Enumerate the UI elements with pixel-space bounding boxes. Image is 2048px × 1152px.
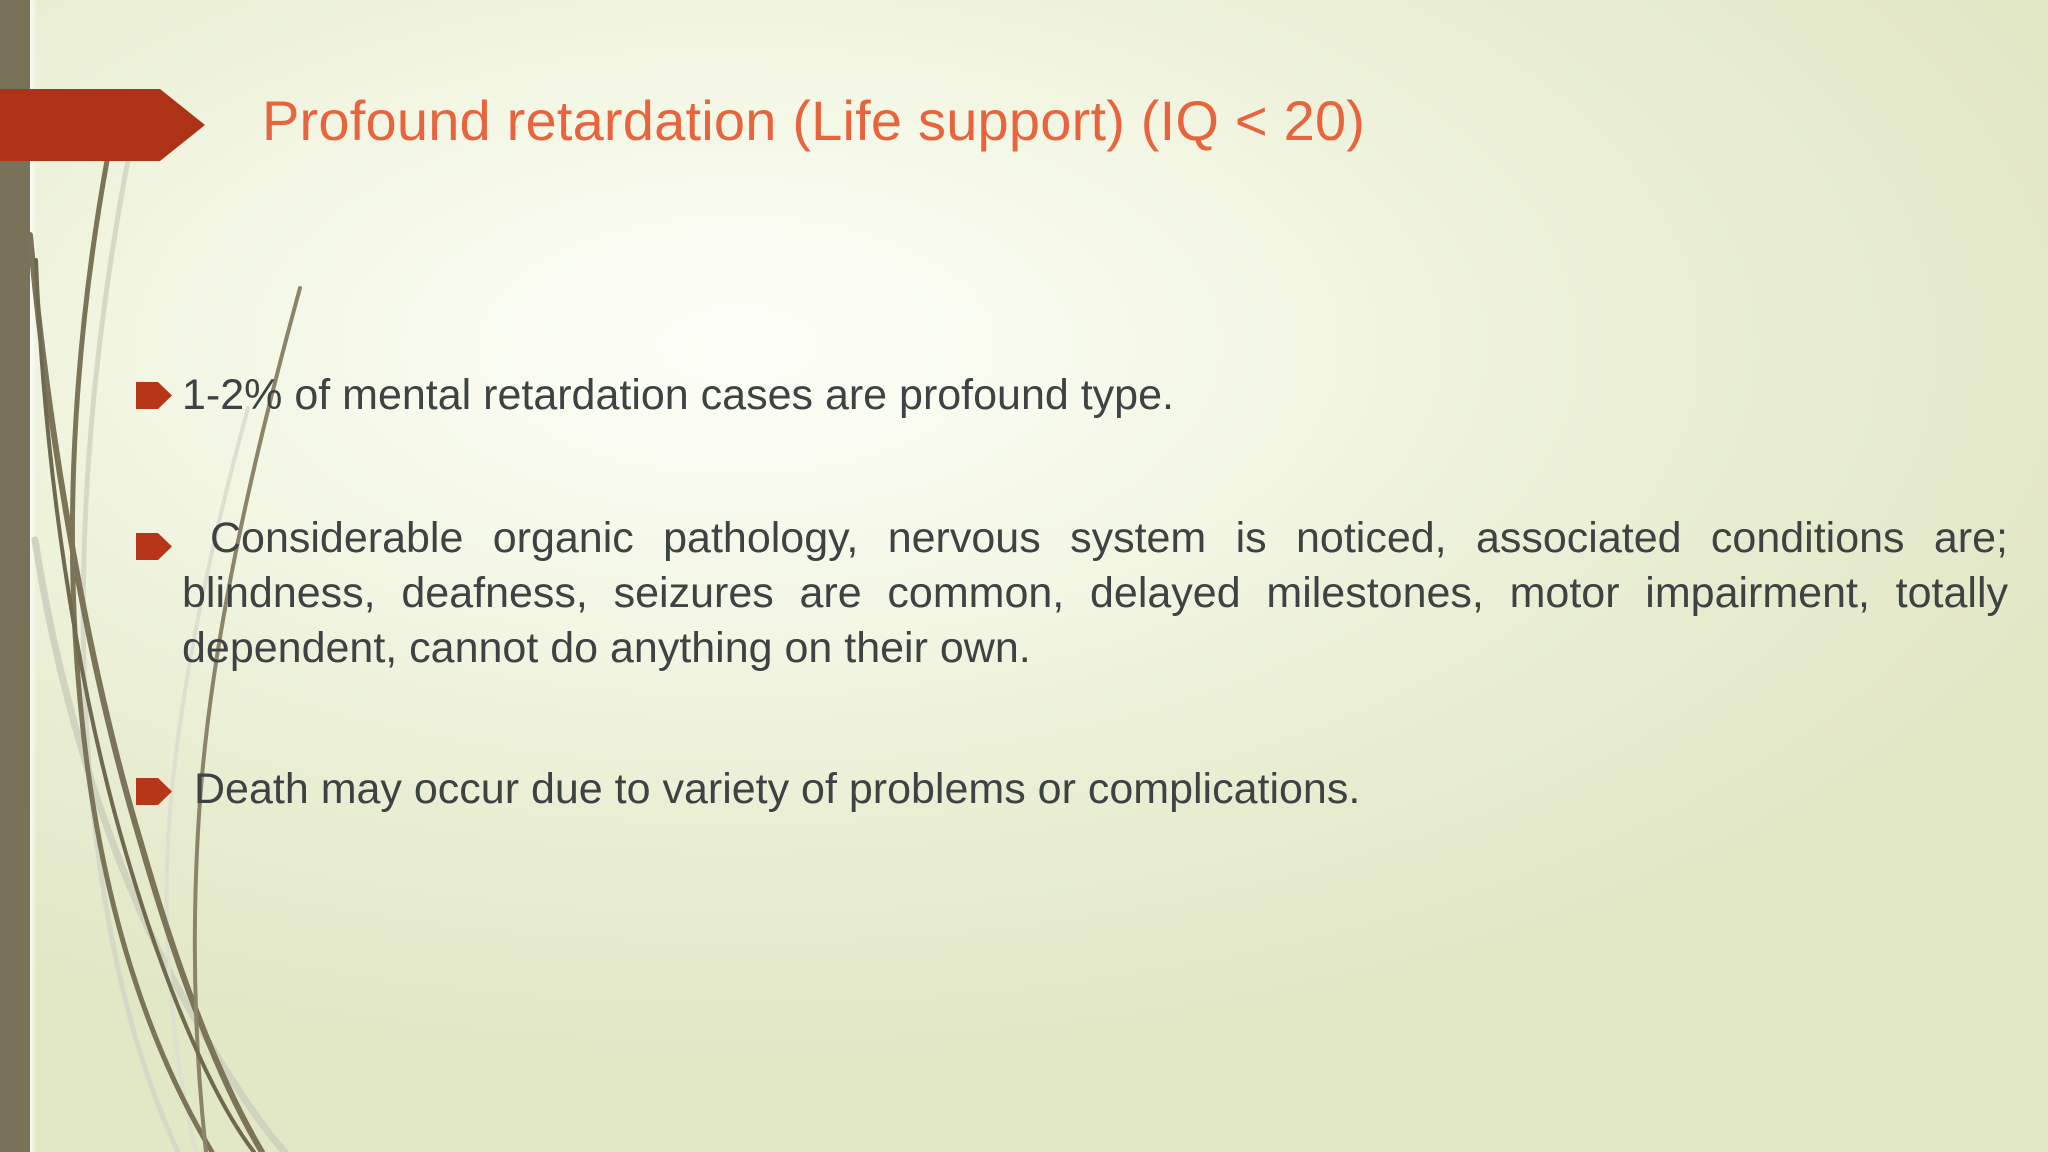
banner-arrow-shape [0, 89, 205, 161]
list-item-text: 1-2% of mental retardation cases are pro… [182, 371, 1174, 419]
left-band-highlight [30, 0, 37, 1152]
list-item-text: Considerable organic pathology, nervous … [182, 514, 2008, 673]
list-item: Considerable organic pathology, nervous … [130, 511, 2028, 676]
page-title: Profound retardation (Life support) (IQ … [262, 89, 1366, 152]
list-item: 1-2% of mental retardation cases are pro… [130, 368, 2028, 423]
bullet-list: 1-2% of mental retardation cases are pro… [130, 368, 2028, 817]
arrow-bullet-icon [136, 778, 172, 806]
list-item-text: Death may occur due to variety of proble… [194, 765, 1361, 814]
left-accent-band [0, 0, 30, 1152]
arrow-bullet-icon [136, 533, 172, 561]
arrow-bullet-icon [136, 382, 172, 409]
title-banner-arrow [0, 89, 205, 161]
list-item: Death may occur due to variety of proble… [130, 762, 2028, 817]
